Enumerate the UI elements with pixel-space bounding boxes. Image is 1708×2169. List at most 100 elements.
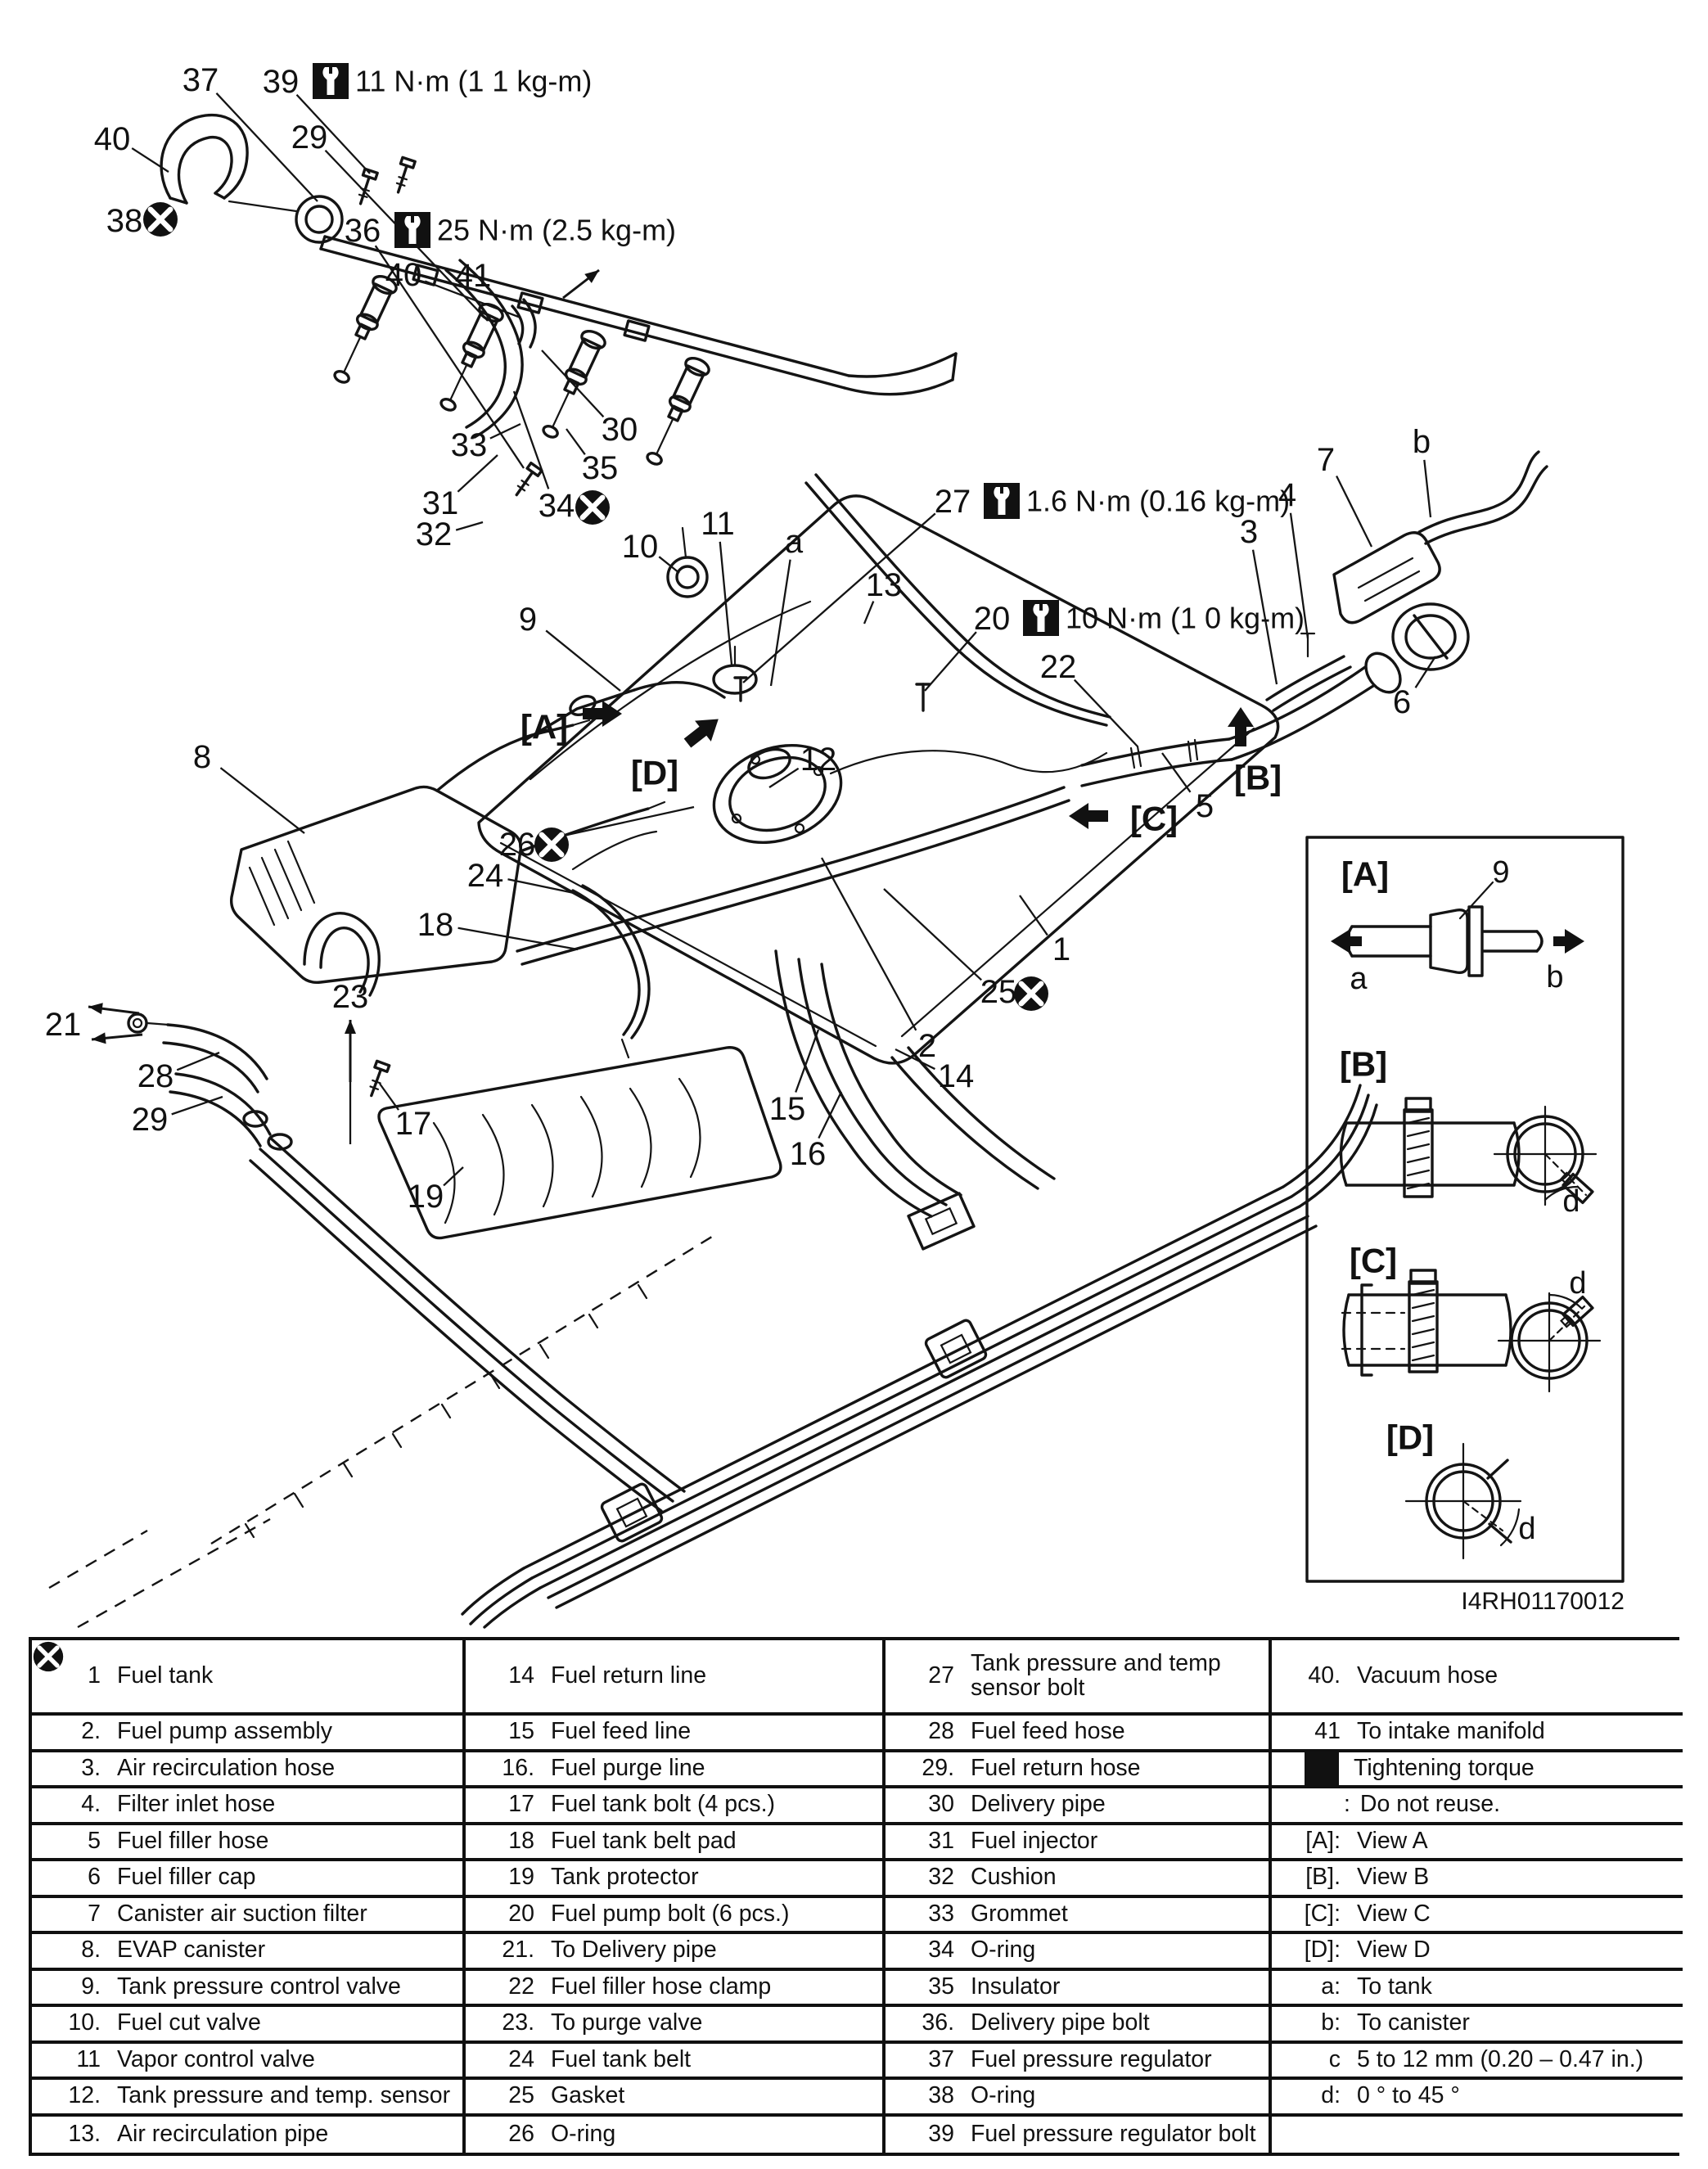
wrench-icon [313,63,349,99]
legend-num: 6 [88,1864,101,1891]
legend-label: Tank pressure control valve [117,1973,401,2000]
legend-num: 11 [76,2045,101,2072]
callout-24: 24 [467,858,504,894]
detail-sub-label-d: d [1569,1266,1586,1301]
fuel-tank-belt-pad [516,786,1070,966]
leader-13 [863,601,875,625]
legend-label: Fuel pump bolt (6 pcs.) [551,1900,790,1927]
legend-cell-r12c1: 12.Tank pressure and temp. sensor [32,2080,466,2117]
callout-1: 1 [1052,931,1070,967]
fuel-filler-cap [1391,602,1470,671]
leader-31 [457,454,498,493]
legend-cell-r10c4: b: To canister [1272,2007,1683,2044]
do-not-reuse-icon [33,1641,1339,1821]
detail-sub-label-9: 9 [1492,855,1509,890]
leader-16 [818,1091,843,1139]
thin-arrow-head [584,270,599,283]
legend-label: Tightening torque [1354,1754,1534,1781]
fuel-cut-valve [666,526,709,598]
legend-num: 29. [922,1754,954,1781]
legend-cell-r11c1: 11 Vapor control valve [32,2043,466,2080]
legend-label: Cushion [971,1864,1057,1891]
view-arrow-left [1069,803,1108,829]
legend-num: 34 [928,1937,954,1964]
callout-8: 8 [193,739,211,775]
callout-9: 9 [519,602,537,638]
detail-view-label-D: [D] [1386,1418,1434,1457]
view-arrow-right [583,701,622,727]
leader-30 [541,349,605,418]
leader-3 [1251,549,1278,685]
callout-26: 26 [499,827,536,863]
legend-label: Vapor control valve [117,2045,315,2072]
view-marker-C: [C] [1130,800,1178,838]
leader-12 [768,767,800,788]
leader-40 [131,147,169,173]
legend-num: [A]: [1305,1827,1341,1854]
legend-num: [C]: [1304,1900,1341,1927]
vacuum-hose-2 [511,298,537,349]
legend-num: 21. [502,1937,534,1964]
legend-num: 12. [68,2082,101,2109]
legend-label: Fuel filler cap [117,1864,256,1891]
legend-cell-r4c1: 4.Filter inlet hose [32,1788,466,1825]
legend-label: Grommet [971,1900,1068,1927]
fuel-system-diagram: I4RH01170012 374029384041303335313432101… [45,62,1625,1629]
legend-label: Delivery pipe [971,1791,1106,1818]
callout-25: 25 [980,974,1017,1010]
callout-3: 3 [1240,514,1258,550]
legend-label: View D [1357,1937,1431,1964]
legend-label: Fuel feed hose [971,1718,1125,1745]
callout-17: 17 [395,1106,432,1142]
legend-cell-r10c3: 36.Delivery pipe bolt [886,2007,1272,2044]
tank-protector [377,1046,782,1240]
view-d-detail [1404,1442,1522,1560]
legend-num: 4. [81,1791,101,1818]
detail-view-label-C: [C] [1350,1242,1397,1280]
torque-text-36: 25 N·m (2.5 kg-m) [437,214,676,247]
vapor-control-valve [712,645,758,695]
legend-num: a: [1321,1973,1341,2000]
detail-sub-label-d: d [1562,1184,1580,1219]
legend-num: 3. [81,1754,101,1781]
legend-num: 20 [508,1900,534,1927]
thin-arrow-head [345,1020,356,1034]
legend-cell-r1c4: 40.Vacuum hose [1272,1640,1683,1716]
legend-label: Fuel return line [551,1662,707,1689]
leader-29 [171,1095,223,1116]
view-b-detail [1339,1097,1598,1206]
callout-29: 29 [291,119,328,156]
legend-cell-r3c3: 29.Fuel return hose [886,1752,1272,1788]
leader-7 [1336,475,1373,548]
legend-label: Canister air suction filter [117,1900,367,1927]
detail-view-label-A: [A] [1341,855,1389,894]
leader-22 [1073,679,1138,747]
detail-sub-label-b: b [1546,960,1563,994]
legend-label: To Delivery pipe [551,1937,717,1964]
legend-cell-r8c4: [D]:View D [1272,1934,1683,1971]
torque-text-20: 10 N·m (1 0 kg-m) [1066,602,1305,635]
legend-num: 39 [928,2120,954,2147]
callout-27: 27 [935,484,971,520]
legend-label: To canister [1357,2009,1470,2036]
callout-31: 31 [422,485,459,521]
leader-33 [489,422,521,440]
legend-num: b: [1321,2009,1341,2036]
callout-7: 7 [1317,442,1335,478]
legend-label: Insulator [971,1973,1061,2000]
callout-14: 14 [938,1058,975,1094]
callout-30: 30 [602,412,638,448]
legend-cell-r3c2: 16.Fuel purge line [466,1752,886,1788]
leader-2 [820,857,917,1031]
callout-39: 39 [263,64,300,100]
legend-label: Fuel tank bolt (4 pcs.) [551,1791,776,1818]
wrench-icon [1023,600,1059,636]
